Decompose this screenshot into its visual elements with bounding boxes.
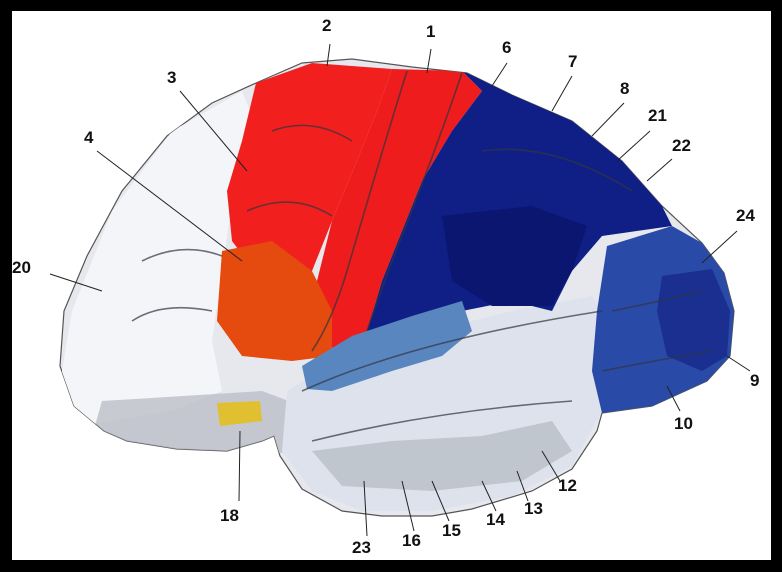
label-22: 22 bbox=[672, 136, 691, 155]
label-7: 7 bbox=[568, 52, 577, 71]
label-23: 23 bbox=[352, 538, 371, 557]
label-3: 3 bbox=[167, 68, 176, 87]
label-18: 18 bbox=[220, 506, 239, 525]
label-2: 2 bbox=[322, 16, 331, 35]
figure-frame: 1 2 3 4 6 7 8 21 22 24 9 10 12 13 14 15 … bbox=[12, 11, 771, 560]
label-15: 15 bbox=[442, 521, 461, 540]
label-13: 13 bbox=[524, 499, 543, 518]
label-24: 24 bbox=[736, 206, 755, 225]
label-1: 1 bbox=[426, 22, 435, 41]
label-10: 10 bbox=[674, 414, 693, 433]
label-20: 20 bbox=[12, 258, 31, 277]
label-6: 6 bbox=[502, 38, 511, 57]
label-21: 21 bbox=[648, 106, 667, 125]
label-16: 16 bbox=[402, 531, 421, 550]
label-8: 8 bbox=[620, 79, 629, 98]
label-14: 14 bbox=[486, 510, 505, 529]
label-9: 9 bbox=[750, 371, 759, 390]
orbital-region bbox=[92, 391, 302, 461]
brain-diagram: 1 2 3 4 6 7 8 21 22 24 9 10 12 13 14 15 … bbox=[12, 11, 771, 560]
label-4: 4 bbox=[84, 128, 94, 147]
label-12: 12 bbox=[558, 476, 577, 495]
